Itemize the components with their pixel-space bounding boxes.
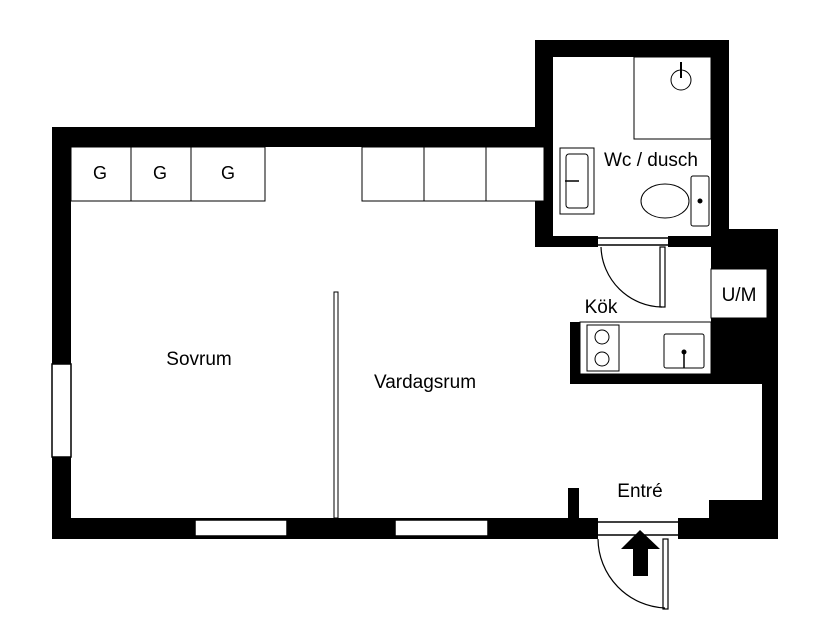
wall-bath-top [535,40,729,57]
bath-fixtures [559,56,712,227]
room-label-living: Vardagsrum [374,372,476,393]
toilet-icon [640,183,690,219]
wardrobe-label-3: G [221,163,235,183]
entry-door-opening [598,518,678,539]
wall-laundry-side [767,229,778,384]
wall-laundry-top [711,229,778,269]
bath-door-opening [598,236,668,247]
stove-burner-icon [594,329,610,345]
stove-burner-icon [594,351,610,367]
window-left [51,363,72,458]
room-label-bedroom: Sovrum [166,349,231,370]
kitchen-counter [579,321,712,375]
laundry-label: U/M [722,285,757,306]
window-bottom-1 [194,519,288,537]
wall-kitchen-bottom [570,374,778,384]
storage-cabinets [361,146,545,202]
room-label-entrance: Entré [617,481,662,502]
wall-left [52,127,71,539]
laundry-box [710,268,768,319]
wall-entry-stub [568,488,579,528]
wardrobe-3 [190,146,266,202]
window-bottom-2 [394,519,489,537]
wardrobe-label-2: G [153,163,167,183]
wall-kitchen-left [570,322,580,384]
entrance-arrow-icon [621,530,660,576]
wall-bath-right [711,40,729,247]
wardrobe-label-1: G [93,163,107,183]
wardrobe-2 [130,146,192,202]
room-label-bath: Wc / dusch [604,150,698,171]
wall-top [52,127,544,147]
windows [51,363,489,537]
wardrobes [70,146,266,202]
bath-door [600,246,666,308]
room-label-kitchen: Kök [585,297,618,318]
room-divider [333,291,339,519]
entry-door [597,538,669,610]
wall-bath-left [535,40,553,247]
shower [633,56,712,140]
wall-entry-right [709,500,778,539]
wall-laundry-lower [711,318,778,384]
wardrobe-1 [70,146,132,202]
